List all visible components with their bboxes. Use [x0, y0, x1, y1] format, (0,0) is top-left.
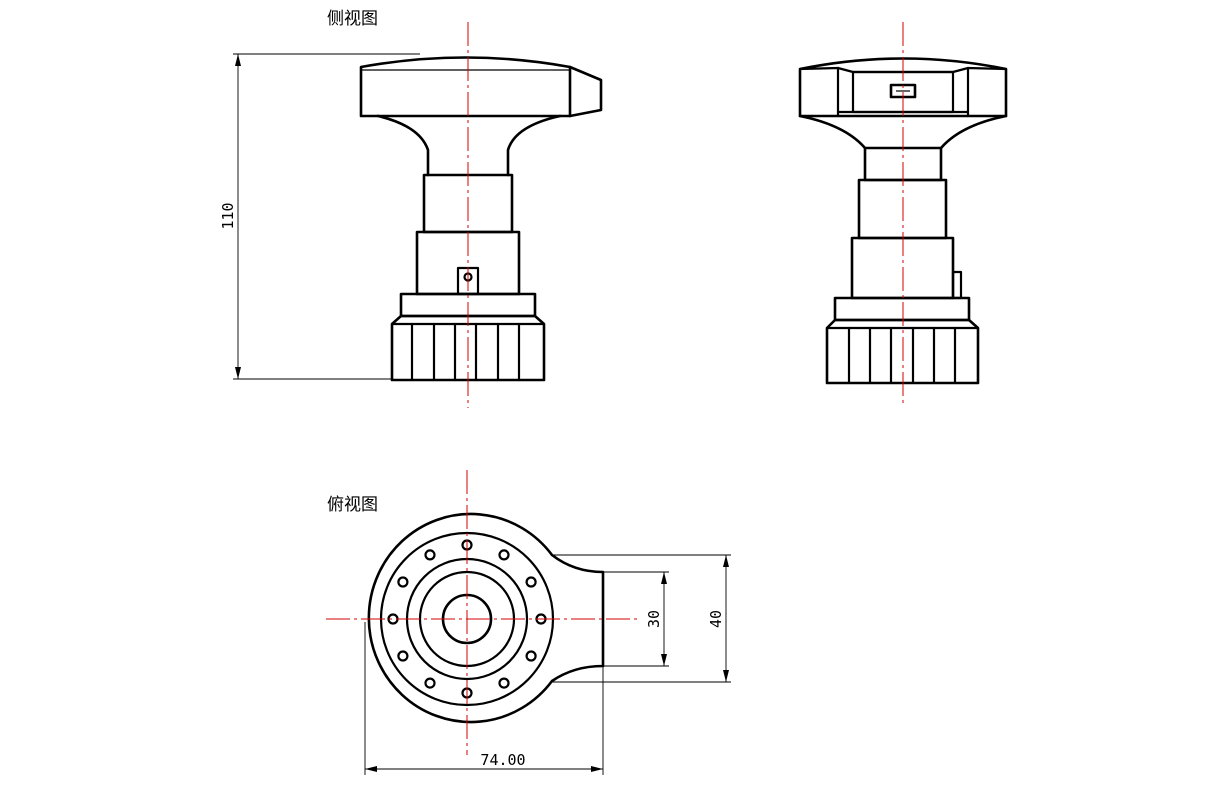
- side-handle-tip: [568, 65, 603, 118]
- bolt-hole: [498, 549, 510, 561]
- bolt-hole: [498, 677, 510, 689]
- side-view: 110: [219, 22, 603, 408]
- bolt-hole: [424, 677, 436, 689]
- front-ring: [833, 296, 971, 322]
- front-neck-right: [939, 114, 1008, 150]
- height-dimension: 110: [219, 53, 420, 380]
- height-dimension-value: 110: [219, 202, 237, 229]
- bolt-hole: [424, 549, 436, 561]
- side-base-ribs: [410, 322, 521, 382]
- side-handle-cap: [359, 56, 572, 118]
- side-neck-left: [376, 114, 430, 177]
- outer-flat-dimension: 40: [552, 554, 731, 683]
- bolt-hole: [525, 576, 537, 588]
- outer-flat-value: 40: [707, 610, 725, 628]
- inner-flat-dimension: 30: [603, 571, 669, 667]
- bolt-hole: [397, 650, 409, 662]
- top-view-label: 俯视图: [327, 495, 378, 515]
- front-base-ribs: [847, 326, 957, 385]
- front-neck-left: [798, 114, 867, 150]
- top-outer-body: [367, 512, 605, 724]
- side-view-label: 侧视图: [327, 9, 378, 29]
- side-neck-right: [506, 114, 562, 177]
- bolt-hole: [525, 650, 537, 662]
- inner-flat-value: 30: [645, 610, 663, 628]
- top-view: 30 40 74.00: [326, 470, 731, 775]
- width-dimension-value: 74.00: [480, 751, 525, 769]
- width-dimension: 74.00: [364, 622, 604, 775]
- bolt-hole: [397, 576, 409, 588]
- front-view: [798, 22, 1008, 406]
